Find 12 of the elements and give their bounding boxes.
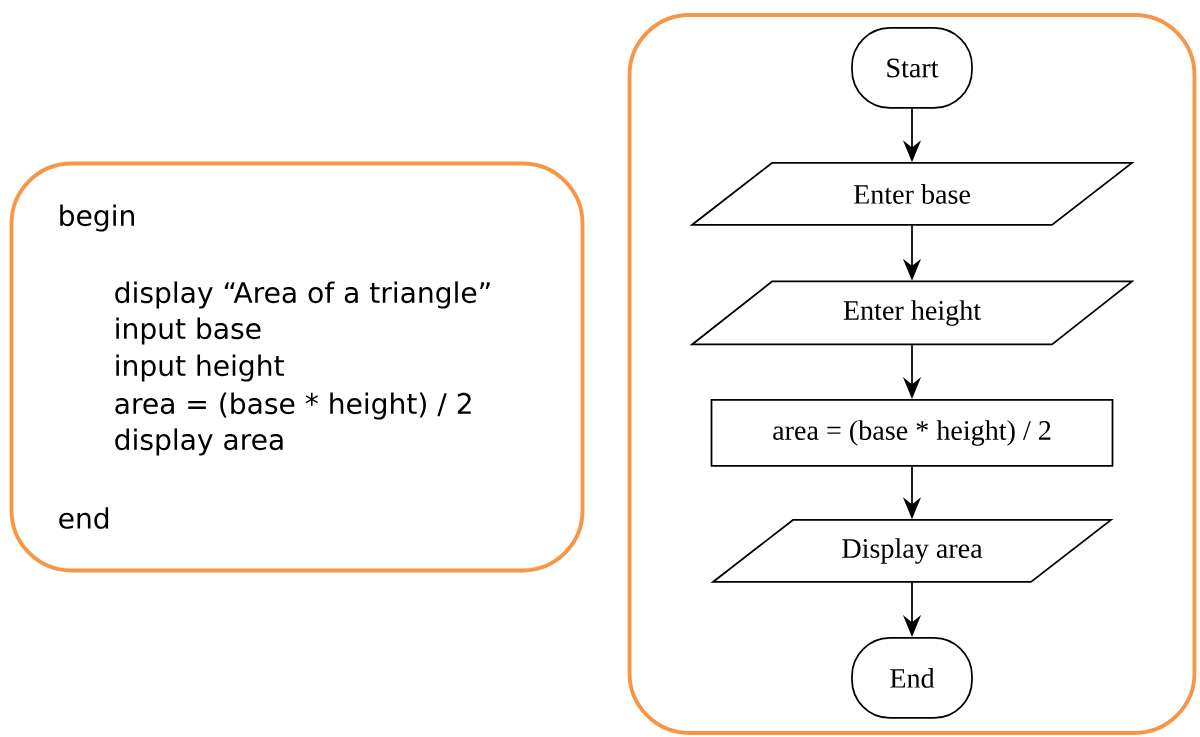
code-line: begin xyxy=(60,204,134,232)
flowchart-panel xyxy=(627,13,1197,735)
code-line: display area xyxy=(115,428,283,456)
pseudocode-panel xyxy=(9,161,585,573)
code-line: end xyxy=(59,507,109,529)
code-line: area = (base * height) / 2 xyxy=(115,392,471,420)
terminal-box: End xyxy=(851,637,973,719)
code-line: input base xyxy=(116,317,261,345)
code-line: display “Area of a triangle” xyxy=(115,281,490,309)
terminal-box: Start xyxy=(851,27,973,109)
process-box: area = (base * height) / 2 xyxy=(710,399,1114,467)
code-line: input height xyxy=(116,354,284,382)
